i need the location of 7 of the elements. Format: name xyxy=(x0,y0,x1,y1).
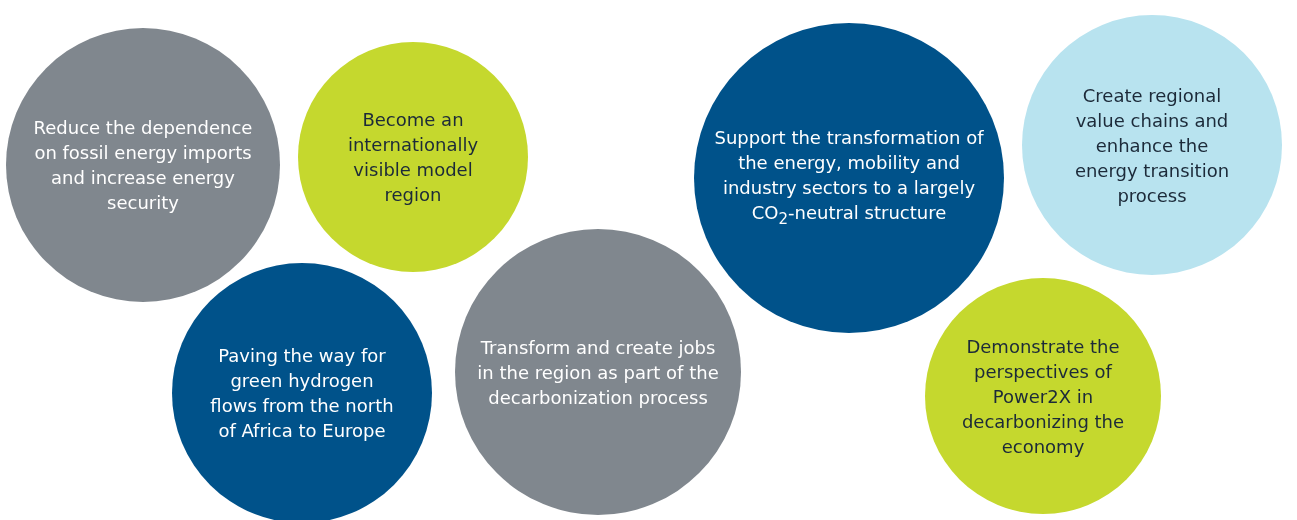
goal-text: Paving the way for green hydrogen flows from the north of Africa to Europe xyxy=(209,344,395,443)
goal-text: Demonstrate the perspectives of Power2X in decarbonizing the economy xyxy=(960,334,1126,459)
goal-text: Support the transformation of the energy, mobility and industry sectors to a largely CO$_{2}$-neutral structure xyxy=(714,125,984,230)
goal-text: Reduce the dependence on fossil energy imports and increase energy security xyxy=(32,116,254,215)
goal-text: Create regional value chains and enhance the energy transition process xyxy=(1073,83,1231,208)
goal-text: Transform and create jobs in the region as part of the decarbonization process xyxy=(477,335,719,410)
goal-text: Become an internationally visible model region xyxy=(346,108,480,207)
